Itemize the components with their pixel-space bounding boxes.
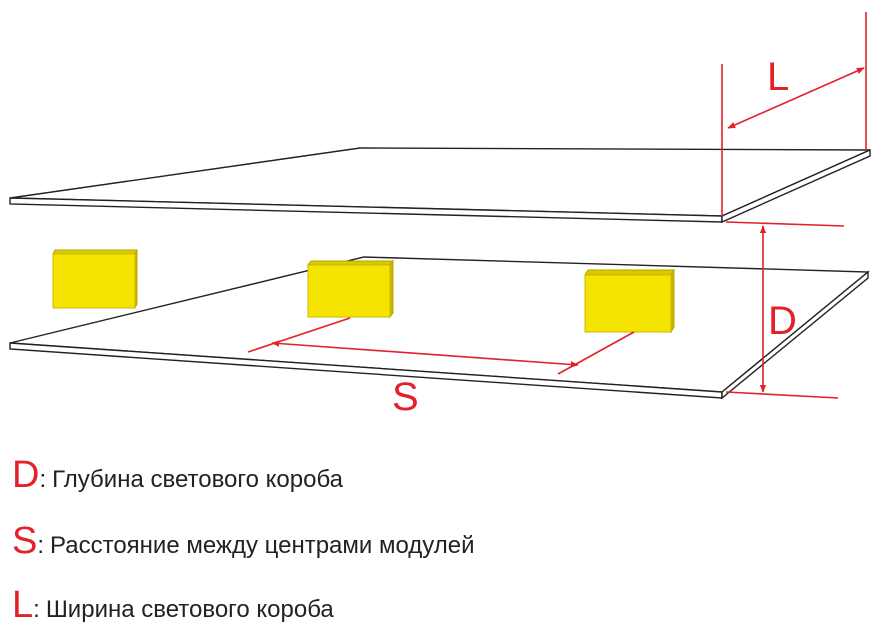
legend-key: S xyxy=(12,520,38,562)
dimension-l: L xyxy=(721,12,867,216)
led-module-right xyxy=(584,268,675,334)
legend-item-width: L : Ширина светового короба xyxy=(12,586,334,624)
legend-key: D xyxy=(12,454,40,496)
dimension-d-label: D xyxy=(768,299,797,343)
legend-description: Глубина светового короба xyxy=(52,466,343,493)
dimension-d: D xyxy=(725,221,845,399)
led-module-left xyxy=(52,249,138,309)
dimension-l-label: L xyxy=(767,55,789,99)
legend-description: Расстояние между центрами модулей xyxy=(50,532,475,559)
light-box-diagram: L D S xyxy=(9,12,871,419)
bottom-panel xyxy=(9,256,870,400)
legend-item-spacing: S : Расстояние между центрами модулей xyxy=(12,522,475,560)
led-module-middle xyxy=(307,259,394,319)
legend-item-depth: D : Глубина светового короба xyxy=(12,456,343,494)
legend-separator: : xyxy=(39,466,47,493)
dimension-s-label: S xyxy=(392,375,419,419)
top-panel xyxy=(9,147,871,224)
legend-key: L xyxy=(12,584,34,626)
legend-separator: : xyxy=(37,532,45,559)
legend-separator: : xyxy=(33,596,40,623)
legend-description: Ширина светового короба xyxy=(45,596,334,623)
dimension-s: S xyxy=(247,317,635,419)
